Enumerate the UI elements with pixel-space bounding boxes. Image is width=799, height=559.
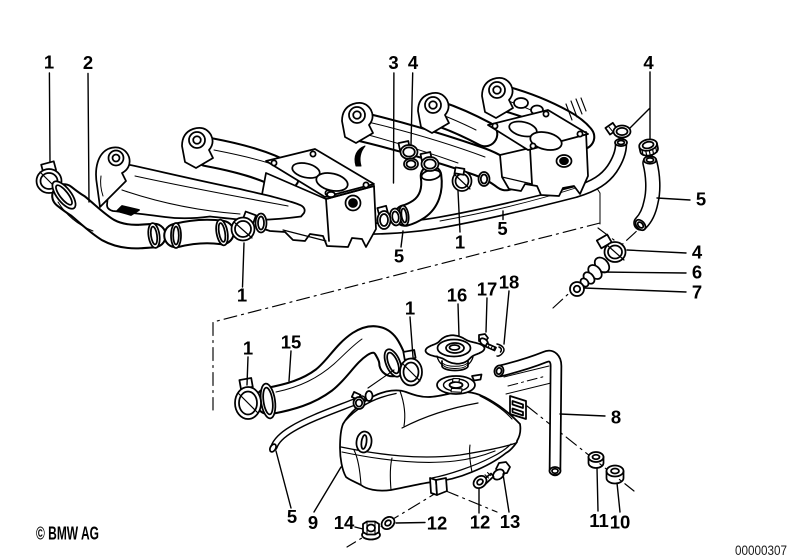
- svg-text:11: 11: [589, 510, 609, 531]
- svg-text:5: 5: [287, 506, 297, 527]
- svg-text:1: 1: [44, 52, 54, 73]
- svg-text:16: 16: [447, 285, 468, 306]
- svg-text:12: 12: [470, 512, 491, 533]
- svg-text:5: 5: [696, 189, 706, 210]
- svg-text:© BMW AG: © BMW AG: [36, 523, 99, 544]
- svg-text:13: 13: [500, 511, 521, 532]
- svg-text:15: 15: [281, 332, 302, 353]
- svg-text:18: 18: [499, 272, 520, 293]
- svg-text:5: 5: [497, 218, 507, 239]
- svg-text:12: 12: [427, 513, 448, 534]
- svg-text:8: 8: [611, 407, 621, 428]
- svg-text:10: 10: [610, 512, 631, 533]
- svg-text:1: 1: [455, 232, 465, 253]
- svg-text:7: 7: [692, 282, 702, 303]
- svg-text:1: 1: [405, 298, 415, 319]
- svg-text:9: 9: [308, 512, 318, 533]
- svg-text:4: 4: [643, 52, 654, 73]
- svg-text:00000307: 00000307: [735, 543, 787, 558]
- svg-text:4: 4: [408, 52, 419, 73]
- svg-text:4: 4: [692, 242, 703, 263]
- svg-text:2: 2: [83, 52, 93, 73]
- svg-text:1: 1: [243, 338, 253, 359]
- svg-text:14: 14: [334, 512, 355, 533]
- svg-text:3: 3: [388, 52, 398, 73]
- svg-text:17: 17: [477, 279, 498, 300]
- svg-text:6: 6: [692, 262, 702, 283]
- svg-text:5: 5: [394, 246, 404, 267]
- svg-text:1: 1: [237, 285, 247, 306]
